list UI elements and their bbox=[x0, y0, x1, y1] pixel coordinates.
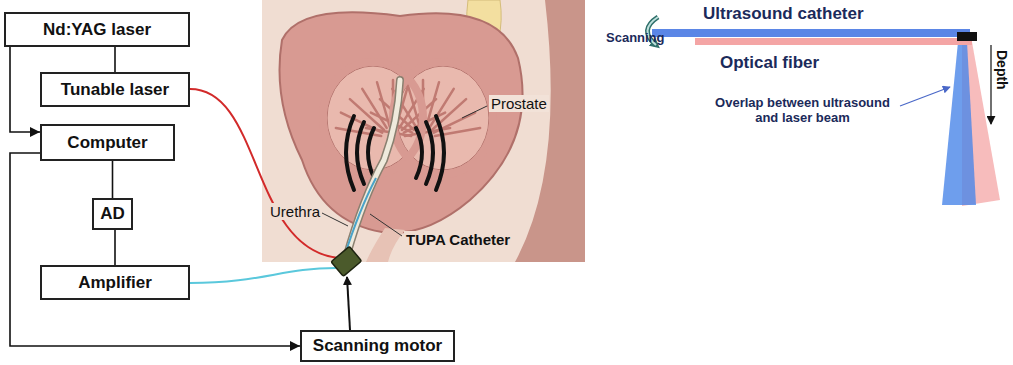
box-label: Tunable laser bbox=[61, 80, 169, 100]
wave-arc bbox=[416, 128, 422, 178]
motor-arrow bbox=[347, 277, 350, 330]
box-label: Amplifier bbox=[78, 273, 152, 293]
anatomy-label: Prostate bbox=[489, 95, 549, 112]
tupa-catheter bbox=[345, 80, 400, 262]
signal-cable bbox=[190, 268, 336, 283]
ultrasound-beam bbox=[942, 42, 976, 205]
urethra-channel bbox=[366, 228, 405, 262]
wave-arc bbox=[426, 122, 433, 184]
box-label: AD bbox=[100, 204, 125, 224]
connector bbox=[10, 47, 40, 132]
leader-line bbox=[370, 214, 402, 236]
catheter-tip bbox=[957, 32, 977, 41]
process-box: Tunable laser bbox=[40, 72, 190, 107]
part-label: Ultrasound catheter bbox=[703, 4, 864, 24]
box-label: Computer bbox=[67, 133, 147, 153]
part-label: Optical fiber bbox=[720, 53, 819, 73]
optical-fiber-bar bbox=[695, 38, 972, 45]
ultrasound-catheter-bar bbox=[652, 29, 970, 37]
connector bbox=[10, 153, 300, 346]
optical-fiber-line bbox=[190, 89, 338, 258]
callout-arrow bbox=[900, 87, 950, 106]
anatomy-background bbox=[262, 0, 585, 262]
connector bbox=[112, 161, 114, 198]
process-box: Computer bbox=[40, 124, 175, 161]
part-label: Depth bbox=[994, 50, 1010, 90]
wave-arc bbox=[368, 128, 374, 178]
process-box: Scanning motor bbox=[300, 330, 455, 362]
box-label: Nd:YAG laser bbox=[43, 20, 151, 40]
leader-line bbox=[322, 213, 348, 226]
gland-texture bbox=[323, 62, 493, 174]
wave-arc bbox=[357, 122, 364, 184]
connector bbox=[114, 230, 116, 265]
connector bbox=[114, 47, 116, 72]
process-box: AD bbox=[92, 198, 133, 230]
leader-line bbox=[462, 106, 487, 118]
anatomy-label: Urethra bbox=[268, 203, 322, 220]
process-box: Nd:YAG laser bbox=[4, 12, 190, 47]
pelvic-tissue bbox=[515, 0, 585, 262]
box-label: Scanning motor bbox=[313, 336, 442, 356]
wave-arc bbox=[346, 116, 354, 190]
wave-arc bbox=[436, 116, 444, 190]
process-box: Amplifier bbox=[40, 265, 190, 300]
part-label: Scanning bbox=[606, 31, 665, 46]
catheter-outline bbox=[345, 80, 400, 262]
bladder-wall bbox=[280, 12, 523, 233]
depth-arrow bbox=[990, 45, 991, 124]
catheter-handle bbox=[331, 246, 362, 276]
anatomy-label: TUPA Catheter bbox=[404, 231, 512, 248]
part-label: Overlap between ultrasound and laser bea… bbox=[705, 96, 900, 126]
